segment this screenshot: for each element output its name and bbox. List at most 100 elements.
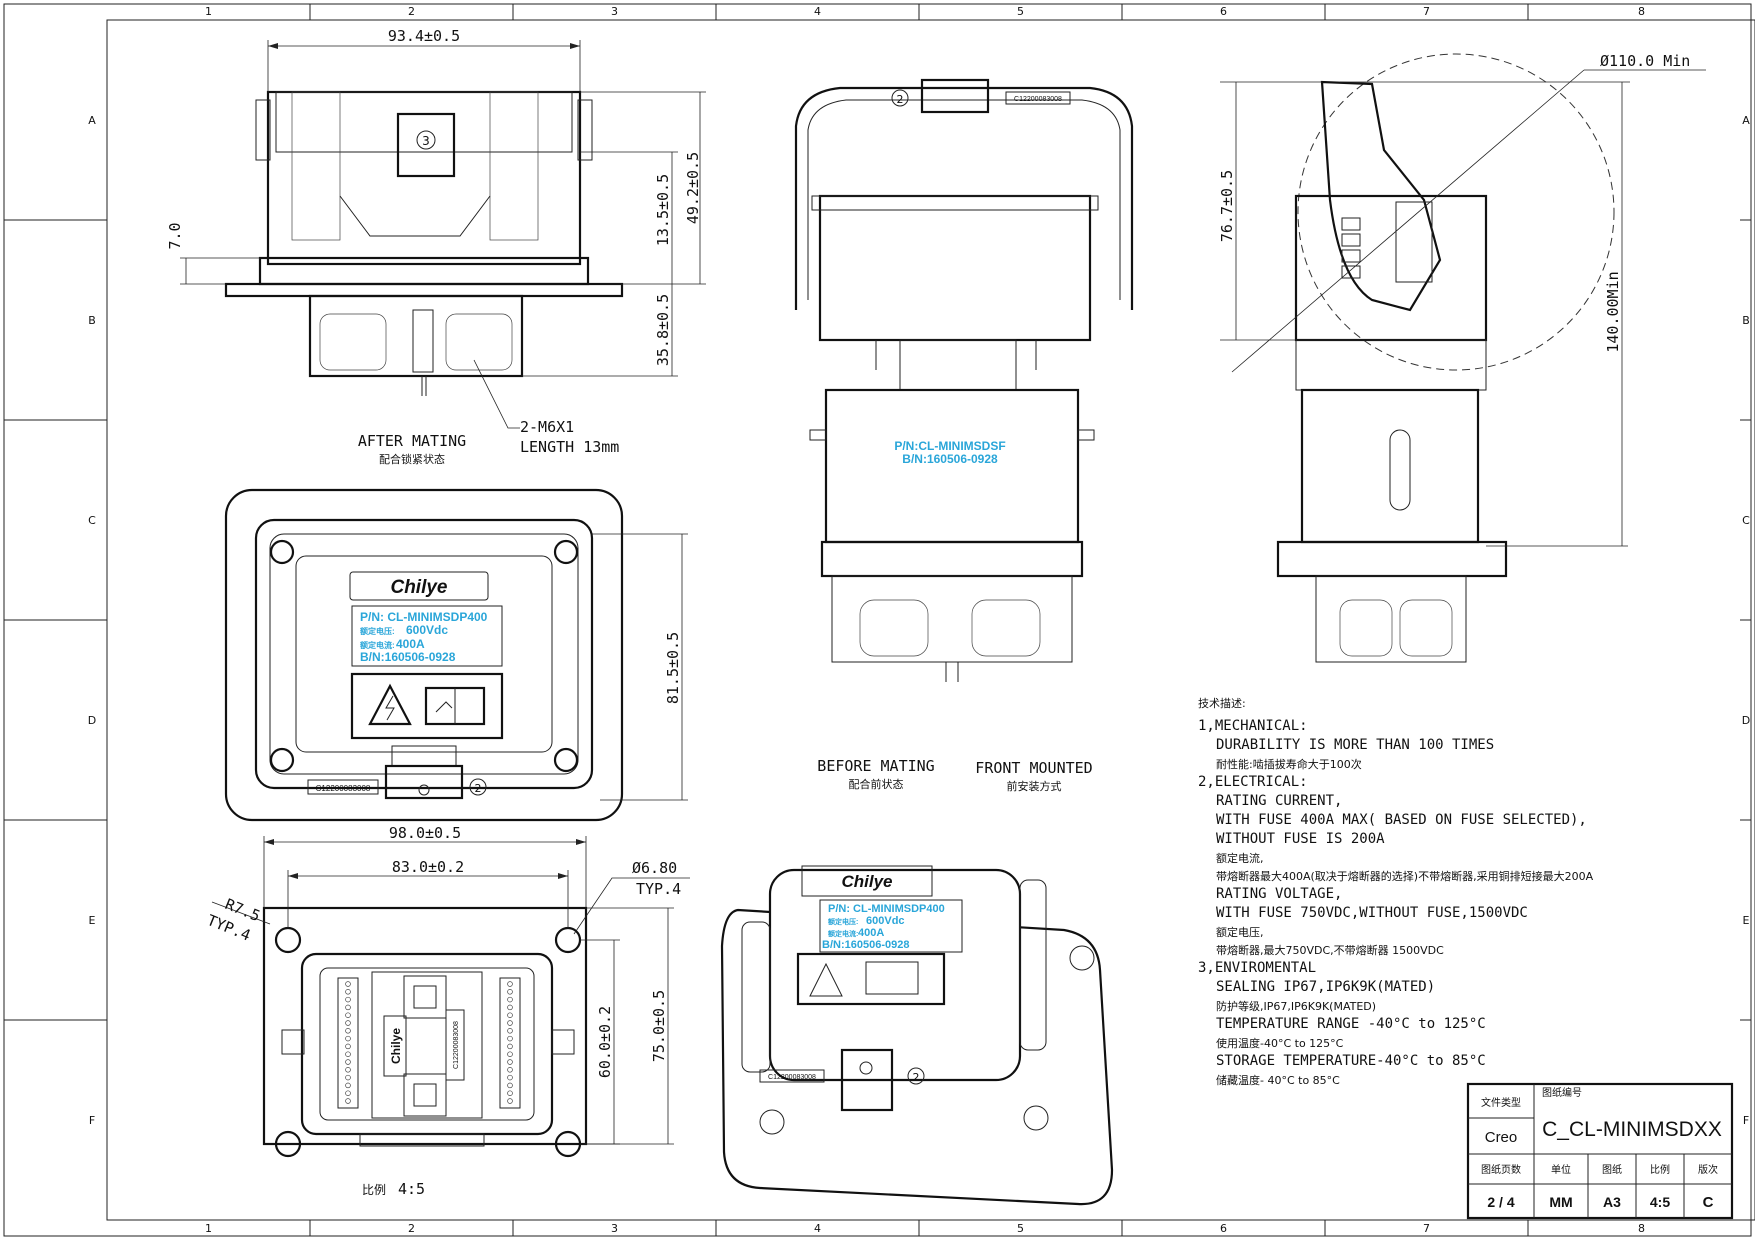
dim-typ4-a: TYP.4: [636, 880, 681, 898]
grid-col-label: 8: [1638, 1222, 1645, 1235]
iso-code: C12200083008: [768, 1074, 816, 1081]
dim-7: 7.0: [166, 222, 184, 249]
tb-scale-label: 比例: [1650, 1163, 1670, 1176]
badge-2-label: 2: [475, 782, 482, 795]
dim-83: 83.0±0.2: [392, 858, 464, 876]
grid-col-label: 6: [1220, 1222, 1227, 1235]
tb-unit-label: 单位: [1551, 1163, 1571, 1176]
iso-housing: [768, 868, 1022, 1082]
grid-row-label: A: [1742, 114, 1750, 127]
grid-col-label: 3: [611, 5, 618, 18]
dim-81: 81.5±0.5: [664, 632, 682, 704]
iso-bn: B/N:160506-0928: [822, 939, 909, 951]
side-flange: [1276, 540, 1508, 578]
housing-outline: [266, 90, 582, 266]
dim-35: 35.8±0.5: [654, 294, 672, 366]
grid-col-label: 2: [408, 5, 415, 18]
brand-box: [349, 571, 489, 601]
grid-col-label: 2: [408, 1222, 415, 1235]
grid-row-label: B: [88, 314, 96, 327]
side-dims: 76.7±0.5 140.00Min Ø110.0 Min: [1218, 52, 1706, 547]
badge-3-label: 3: [422, 134, 430, 148]
iso-pn: P/N: CL-MINIMSDP400: [828, 903, 945, 915]
iso-i: 400A: [858, 927, 884, 939]
panel-plate: [224, 282, 624, 298]
tech-title: 技术描述:: [1198, 696, 1246, 710]
tech-line: WITH FUSE 750VDC,WITHOUT FUSE,1500VDC: [1216, 905, 1528, 921]
after-mating-dims: 93.4±0.5 49.2±0.5 13.5±0.5 35.8±0.5 7.0 …: [166, 27, 706, 466]
rated-i: 400A: [396, 637, 425, 651]
grid-row-label: A: [88, 114, 96, 127]
tech-line: RATING VOLTAGE,: [1216, 886, 1342, 902]
rated-v-cn: 额定电压:: [360, 626, 395, 636]
grid-col-label: 4: [814, 5, 821, 18]
grid-col-label: 6: [1220, 5, 1227, 18]
dim-98: 98.0±0.5: [389, 824, 461, 842]
top-latch: [920, 78, 990, 114]
iso-warning-box: [796, 952, 946, 1006]
tech-notes: 技术描述: 1,MECHANICAL:DURABILITY IS MORE TH…: [1198, 696, 1594, 1087]
tb-scale: 4:5: [1650, 1194, 1670, 1210]
iso-brand: Chilye: [841, 872, 892, 891]
badge-3-circle: [416, 130, 436, 150]
dim-93: 93.4±0.5: [388, 27, 460, 45]
brand-logo: Chilye: [390, 577, 447, 598]
grid-col-label: 7: [1423, 5, 1430, 18]
lower-housing: [824, 388, 1080, 544]
tech-line: 额定电压,: [1216, 925, 1264, 939]
before-mating-view: 2 C12200083008 P/N:CL-MINIMSDSF B/N:1605…: [794, 78, 1134, 793]
grid-row-label: C: [1742, 514, 1750, 527]
side-upper-housing: [1294, 194, 1488, 342]
tb-unit: MM: [1549, 1194, 1572, 1210]
isometric-view: Chilye P/N: CL-MINIMSDP400 额定电压: 600Vdc …: [720, 865, 1114, 1206]
iso-v: 600Vdc: [866, 915, 905, 927]
grid-row-label: B: [1742, 314, 1750, 327]
screw-note-2: LENGTH 13mm: [520, 438, 619, 456]
lower-body: [308, 294, 524, 378]
grid-col-label: 5: [1017, 1222, 1024, 1235]
bottom-flange: [262, 906, 588, 1146]
grid-col-label: 1: [205, 5, 212, 18]
panel-front-dims: 81.5±0.5: [592, 533, 688, 801]
tb-drawing-no: C_CL-MINIMSDXX: [1542, 1118, 1722, 1141]
label-box: [351, 605, 503, 667]
mount-flange: [258, 256, 590, 286]
brand-logo-bottom: Chilye: [389, 1028, 403, 1064]
dim-dia110: Ø110.0 Min: [1600, 52, 1690, 70]
after-mating-label: AFTER MATING: [358, 432, 466, 450]
grid-row-label: E: [1743, 914, 1750, 927]
tb-page-label: 图纸页数: [1481, 1163, 1521, 1176]
panel-front-view: Chilye P/N: CL-MINIMSDP400 额定电压: 600Vdc …: [224, 488, 624, 822]
title-block: 文件类型 Creo 图纸编号 C_CL-MINIMSDXX 图纸页数 单位 图纸…: [1466, 1082, 1734, 1220]
grid-row-label: D: [1742, 714, 1750, 727]
tb-page: 2 / 4: [1487, 1194, 1514, 1210]
after-mating-label-cn: 配合锁紧状态: [379, 452, 445, 466]
iso-badge-2: 2: [913, 1071, 920, 1084]
front-flange: [820, 540, 1084, 578]
bottom-view: Chilye C12200083008: [262, 906, 588, 1158]
grid-col-label: 7: [1423, 1222, 1430, 1235]
pn-line: P/N: CL-MINIMSDP400: [360, 610, 488, 624]
front-mounted-label: FRONT MOUNTED: [975, 759, 1092, 777]
dim-75: 75.0±0.5: [650, 990, 668, 1062]
after-mating-view: 3: [224, 90, 624, 396]
dim-dia680: Ø6.80: [632, 859, 677, 877]
tech-line: 防护等级,IP67,IP6K9K(MATED): [1216, 999, 1376, 1013]
dim-13: 13.5±0.5: [654, 174, 672, 246]
bottom-dims: 98.0±0.5 83.0±0.2 Ø6.80 TYP.4 R7.5 TYP.4…: [205, 824, 690, 1198]
tech-line: 带熔断器,最大750VDC,不带熔断器 1500VDC: [1216, 943, 1444, 957]
warning-box: [350, 672, 504, 740]
tech-line: 储藏温度- 40°C to 85°C: [1216, 1073, 1340, 1087]
grid-row-label: D: [88, 714, 96, 727]
right-ear: [577, 99, 593, 161]
iso-v-cn: 额定电压:: [827, 917, 858, 926]
grid-row-label: E: [89, 914, 96, 927]
grid-row-label: F: [1743, 1114, 1749, 1127]
tech-line: DURABILITY IS MORE THAN 100 TIMES: [1216, 737, 1494, 753]
grid-col-label: 3: [611, 1222, 618, 1235]
code-label-front: C12200083008: [316, 784, 371, 793]
grid-row-label: F: [89, 1114, 95, 1127]
housing-top: [275, 91, 573, 153]
tb-rev-label: 版次: [1698, 1163, 1718, 1176]
